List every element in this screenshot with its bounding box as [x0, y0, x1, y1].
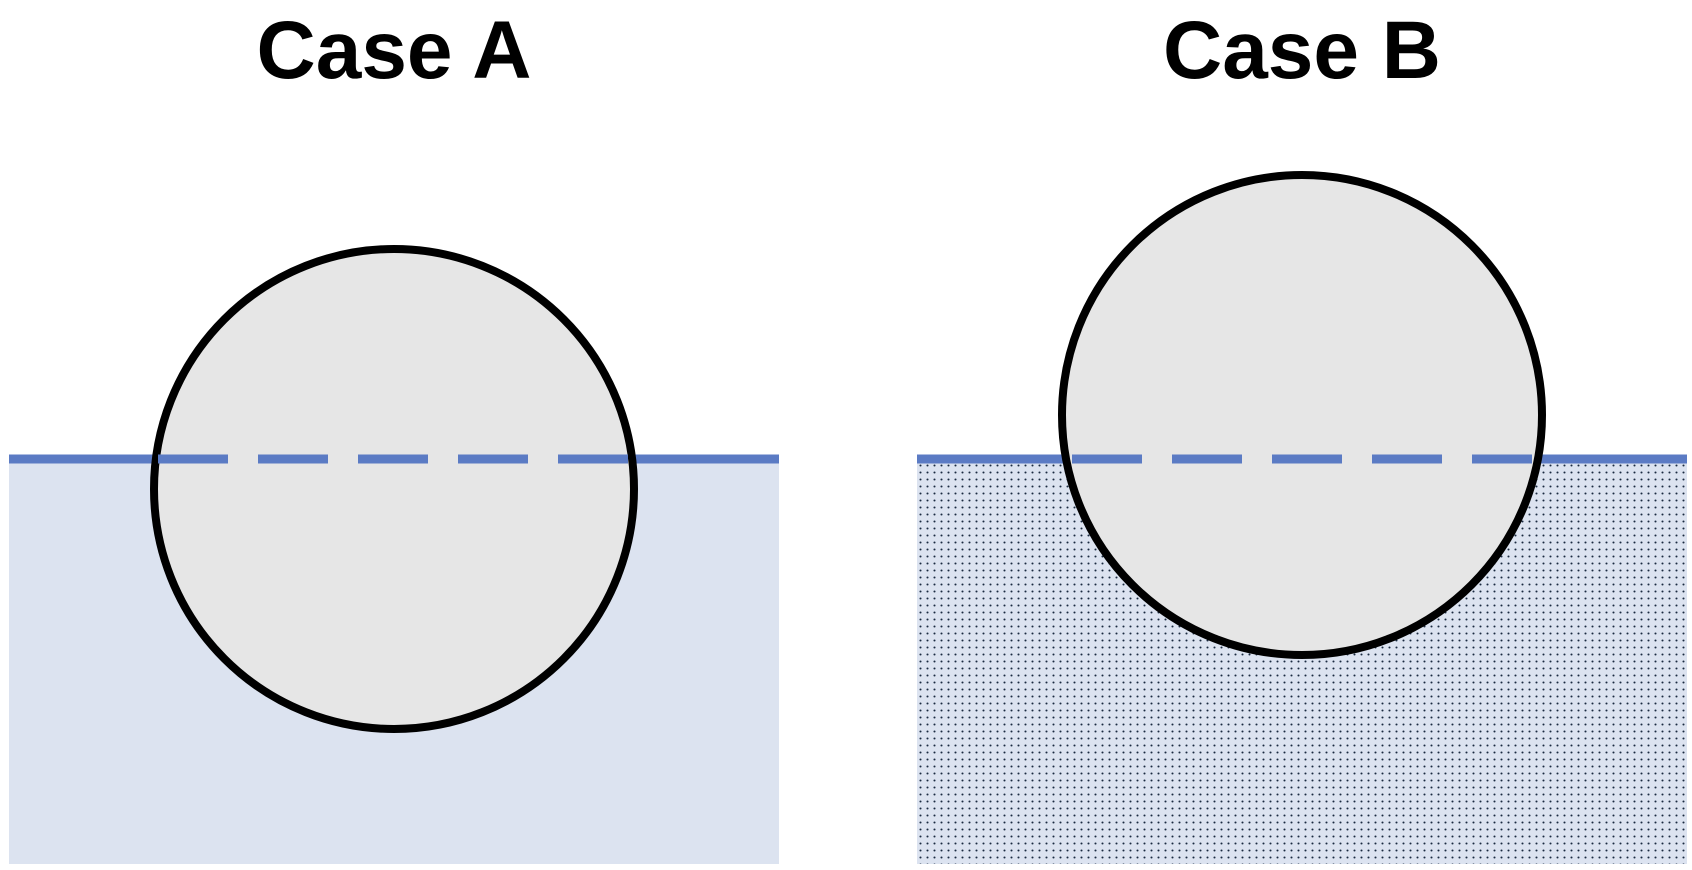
panel-case-a: Case A: [9, 5, 779, 864]
case-a-sphere: [150, 245, 638, 733]
case-b-sphere: [1058, 171, 1546, 659]
case-b-title: Case B: [1163, 5, 1441, 96]
panel-case-b: Case B: [917, 5, 1687, 864]
case-a-title: Case A: [257, 5, 532, 96]
